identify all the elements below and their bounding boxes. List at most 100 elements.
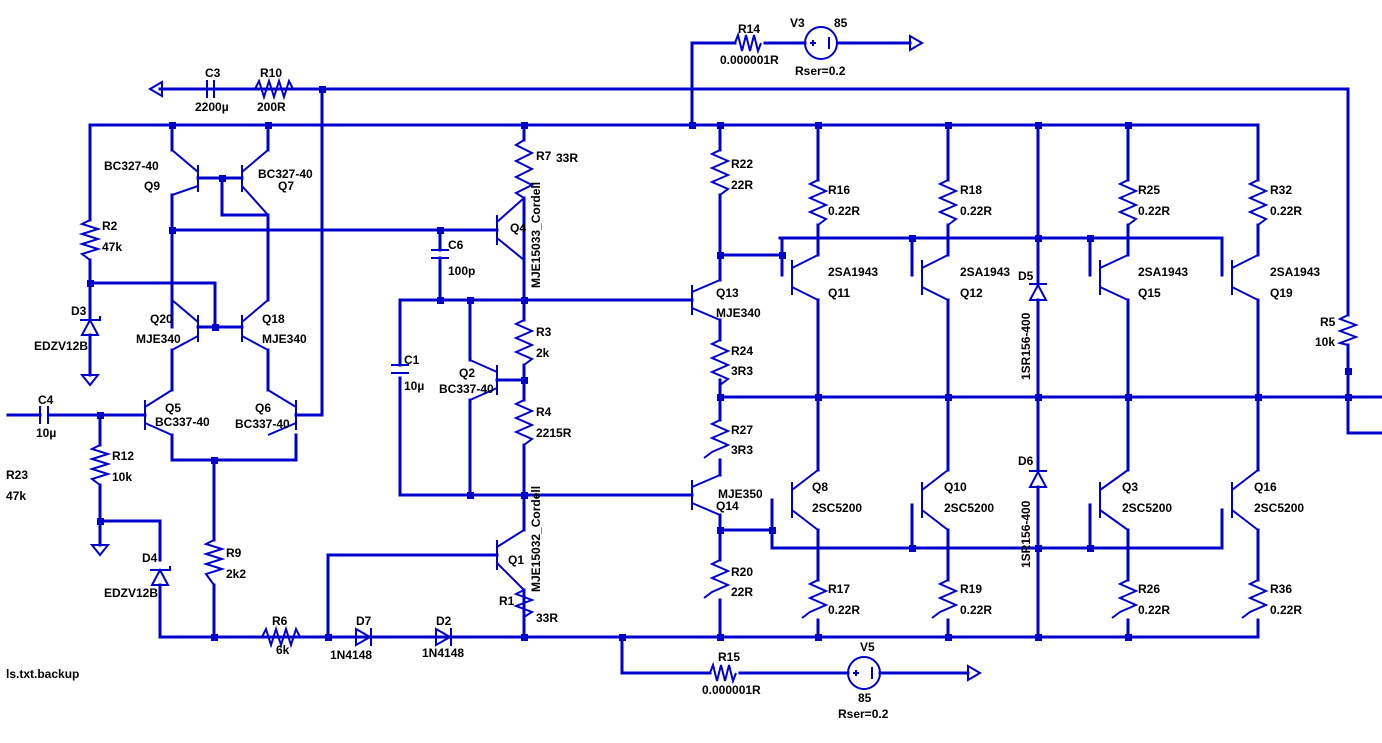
- label-r26-ref: R26: [1138, 582, 1160, 596]
- label-c1-value: 10µ: [404, 379, 424, 393]
- label-r17-value: 0.22R: [828, 603, 860, 617]
- label-c4-ref: C4: [38, 393, 54, 407]
- label-q2-model: BC337-40: [439, 382, 494, 396]
- label-q10-ref: Q10: [944, 480, 967, 494]
- label-q7-model: BC327-40: [258, 167, 313, 181]
- label-r22-ref: R22: [731, 157, 753, 171]
- label-q4-ref: Q4: [510, 221, 526, 235]
- label-r19-ref: R19: [960, 582, 982, 596]
- label-q8-model: 2SC5200: [812, 501, 862, 515]
- label-v5-value: 85: [858, 691, 872, 705]
- resistor-symbols: [78, 31, 1359, 685]
- label-q7-ref: Q7: [278, 179, 294, 193]
- junction-dots: [87, 86, 1352, 641]
- label-q3-ref: Q3: [1122, 480, 1138, 494]
- label-r14-ref: R14: [738, 22, 760, 36]
- label-d3-ref: D3: [71, 304, 87, 318]
- label-q14-model: MJE350: [718, 487, 763, 501]
- label-r9-ref: R9: [226, 546, 242, 560]
- label-q6-ref: Q6: [255, 401, 271, 415]
- label-d4-ref: D4: [142, 551, 158, 565]
- label-r27-value: 3R3: [731, 443, 753, 457]
- label-r9-value: 2k2: [226, 567, 246, 581]
- label-q20-ref: Q20: [150, 312, 173, 326]
- label-q16-ref: Q16: [1254, 480, 1277, 494]
- label-v3-ref: V3: [790, 16, 805, 30]
- label-r25-ref: R25: [1138, 183, 1160, 197]
- label-c6-ref: C6: [448, 238, 464, 252]
- label-q2-ref: Q2: [459, 366, 475, 380]
- label-d3-model: EDZV12B: [34, 339, 88, 353]
- label-r36-value: 0.22R: [1270, 603, 1302, 617]
- diode-symbols: [80, 282, 1048, 647]
- label-r2-ref: R2: [102, 219, 118, 233]
- label-q5-ref: Q5: [165, 401, 181, 415]
- label-v5-param: Rser=0.2: [838, 707, 889, 721]
- label-r16-ref: R16: [828, 183, 850, 197]
- label-q18-ref: Q18: [262, 312, 285, 326]
- label-r15-ref: R15: [718, 650, 740, 664]
- label-q9-model: BC327-40: [104, 159, 159, 173]
- label-c3-value: 2200µ: [195, 100, 229, 114]
- label-r12-ref: R12: [112, 449, 134, 463]
- label-v5-ref: V5: [860, 640, 875, 654]
- label-r36-ref: R36: [1270, 582, 1292, 596]
- label-r7-value: 33R: [556, 151, 578, 165]
- label-r12-value: 10k: [112, 470, 132, 484]
- label-d6-ref: D6: [1018, 454, 1034, 468]
- component-labels: R14 0.000001R V3 85 Rser=0.2 C3 2200µ R1…: [6, 16, 1336, 721]
- label-d2-model: 1N4148: [422, 646, 464, 660]
- directive-text: ls.txt.backup: [6, 667, 79, 681]
- label-r20-value: 22R: [731, 585, 753, 599]
- label-d7-model: 1N4148: [330, 648, 372, 662]
- label-c6-value: 100p: [448, 264, 475, 278]
- label-r24-ref: R24: [731, 344, 753, 358]
- label-c1-ref: C1: [404, 353, 420, 367]
- label-q10-model: 2SC5200: [944, 501, 994, 515]
- label-r18-value: 0.22R: [960, 204, 992, 218]
- label-r16-value: 0.22R: [828, 204, 860, 218]
- label-d2-ref: D2: [436, 614, 452, 628]
- label-r3-value: 2k: [536, 346, 550, 360]
- label-r26-value: 0.22R: [1138, 603, 1170, 617]
- label-q19-model: 2SA1943: [1270, 265, 1320, 279]
- label-r7-ref: R7: [536, 149, 552, 163]
- label-v3-param: Rser=0.2: [795, 64, 846, 78]
- label-r24-value: 3R3: [731, 364, 753, 378]
- label-q18-model: MJE340: [262, 332, 307, 346]
- label-r25-value: 0.22R: [1138, 204, 1170, 218]
- label-r4-ref: R4: [536, 405, 552, 419]
- label-q1-model: MJE15032_Cordell: [529, 486, 543, 592]
- label-r14-value: 0.000001R: [720, 53, 779, 67]
- label-q11-model: 2SA1943: [828, 265, 878, 279]
- voltage-source-symbols: [804, 26, 881, 690]
- label-c3-ref: C3: [205, 66, 221, 80]
- label-r20-ref: R20: [731, 565, 753, 579]
- label-r6-ref: R6: [272, 614, 288, 628]
- label-q6-model: BC337-40: [235, 417, 290, 431]
- transistor-symbols: [144, 149, 1259, 591]
- label-q4-model: MJE15033_Cordell: [529, 182, 543, 288]
- label-d6-model: 1SR156-400: [1019, 500, 1033, 568]
- label-d7-ref: D7: [356, 614, 372, 628]
- label-r18-ref: R18: [960, 183, 982, 197]
- label-r23-value: 47k: [6, 489, 26, 503]
- label-q19-ref: Q19: [1270, 286, 1293, 300]
- label-d4-model: EDZV12B: [104, 586, 158, 600]
- label-q15-model: 2SA1943: [1138, 265, 1188, 279]
- label-r10-value: 200R: [257, 100, 286, 114]
- label-r32-ref: R32: [1270, 183, 1292, 197]
- capacitor-symbols: [39, 80, 449, 424]
- wires: [6, 41, 1382, 675]
- label-r27-ref: R27: [731, 423, 753, 437]
- label-r6-value: 6k: [276, 643, 290, 657]
- label-d5-ref: D5: [1018, 269, 1034, 283]
- label-r17-ref: R17: [828, 582, 850, 596]
- label-q1-ref: Q1: [508, 553, 524, 567]
- label-q9-ref: Q9: [144, 179, 160, 193]
- label-r2-value: 47k: [102, 240, 122, 254]
- label-r4-value: 2215R: [536, 426, 572, 440]
- label-r5-ref: R5: [1320, 315, 1336, 329]
